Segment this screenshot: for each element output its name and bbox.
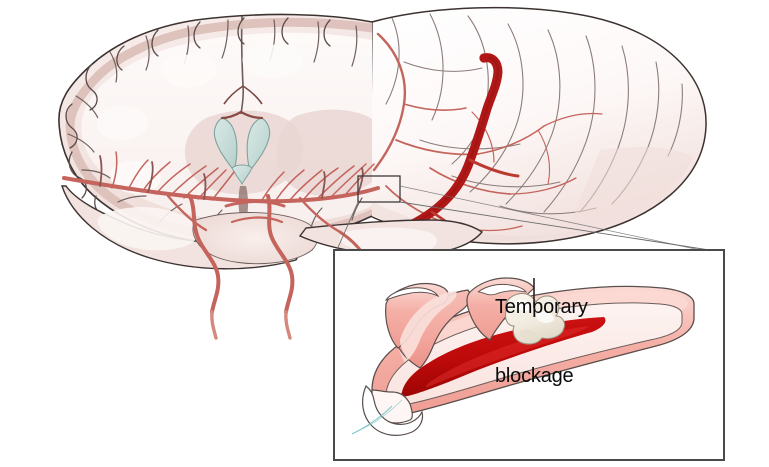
magnifier-marker-rect [357, 175, 401, 203]
gyral-rim [65, 17, 331, 237]
temporal-lobes-and-brainstem [61, 185, 484, 340]
blockage-label-line2: blockage [495, 365, 574, 387]
cerebral-artery-tree [62, 151, 380, 204]
callout-leaders [335, 175, 723, 253]
blockage-label-line1: Temporary [495, 296, 588, 318]
blocked-artery [387, 53, 520, 240]
lateral-ventricles [213, 117, 271, 186]
magnified-vessel [351, 277, 695, 436]
brain-surface-hemisphere [369, 6, 707, 245]
brain-coronal-cross-section [58, 13, 380, 245]
temporary-blockage-label: Temporary blockage [495, 250, 588, 434]
temporary-blockage-clot [504, 292, 566, 345]
callout-box [333, 249, 725, 461]
